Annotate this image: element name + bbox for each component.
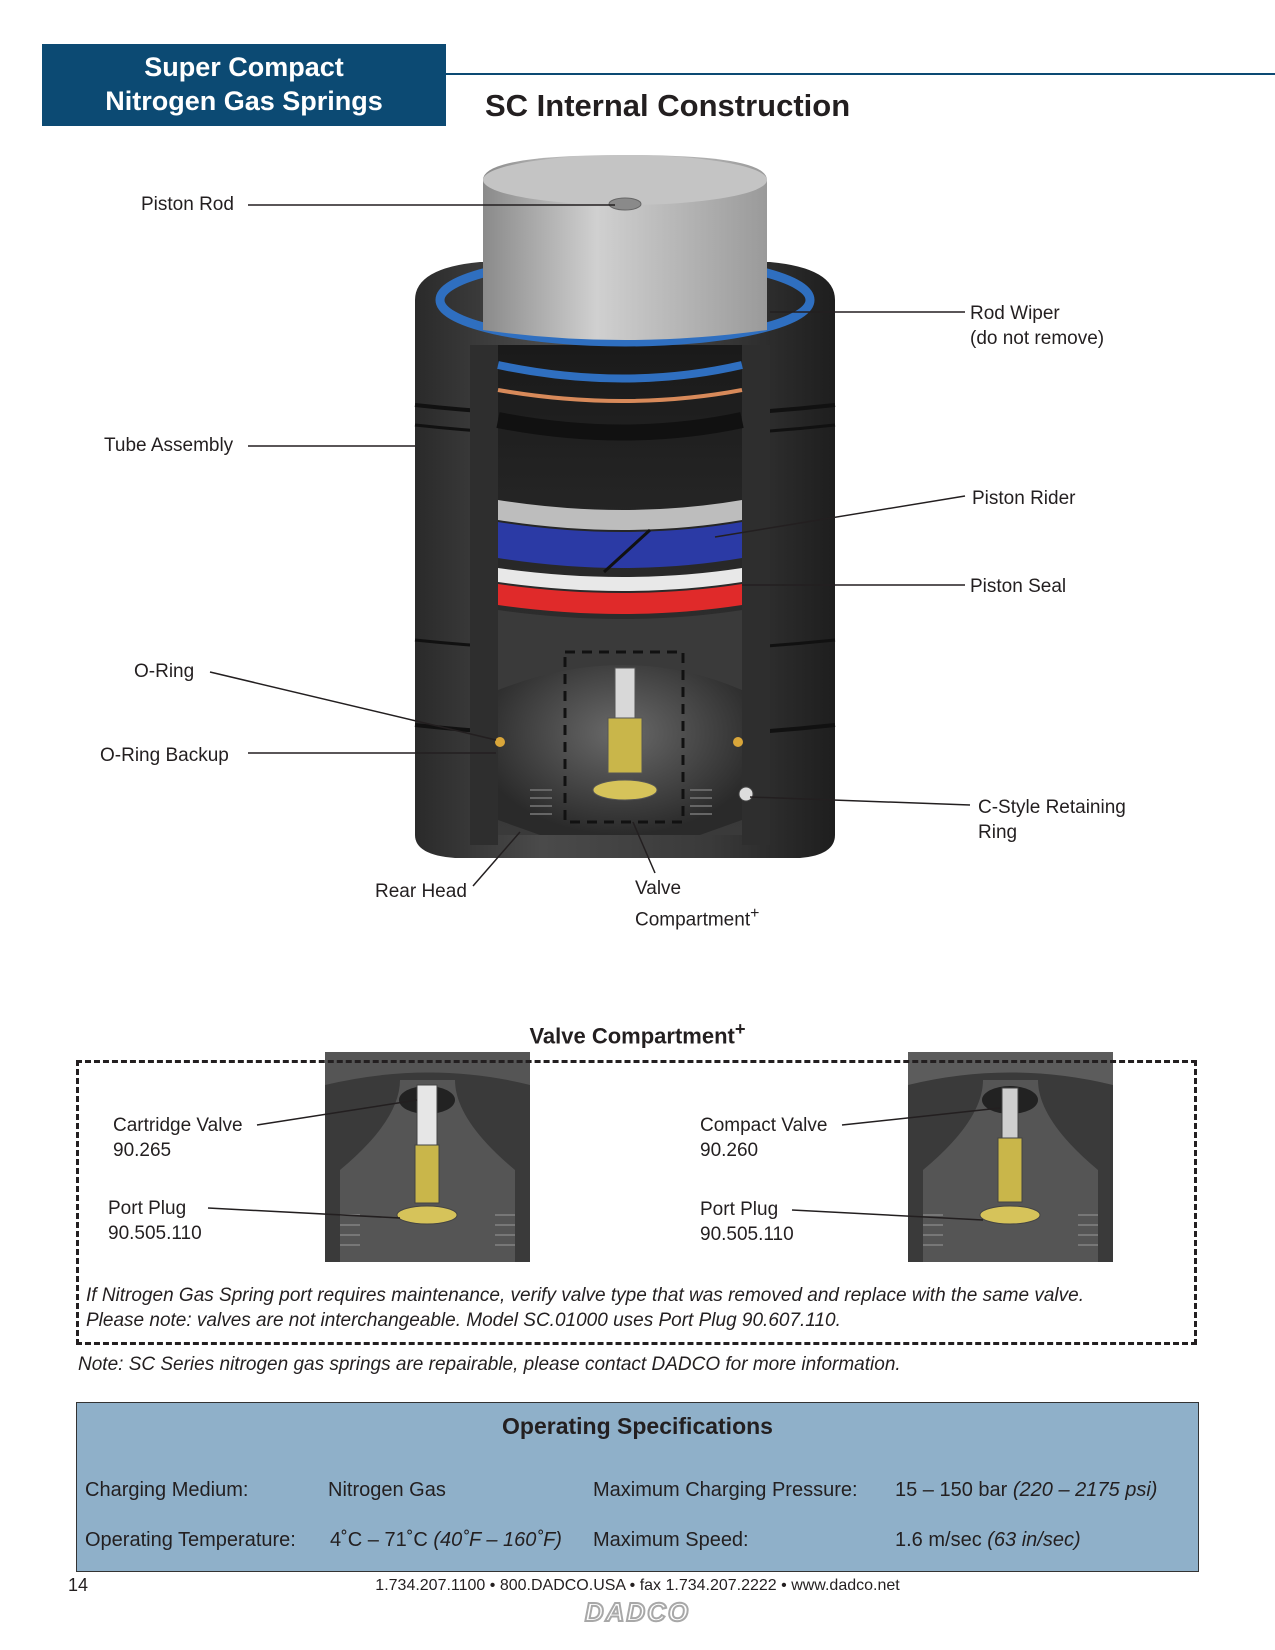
spec-op-temp-alt: (40˚F – 160˚F): [433, 1529, 562, 1551]
label-piston-seal: Piston Seal: [970, 576, 1067, 597]
label-valve-line1: Valve: [635, 878, 682, 899]
label-piston-rider: Piston Rider: [972, 488, 1076, 509]
page-number: 14: [68, 1575, 89, 1595]
label-port-plug-left-name: Port Plug: [108, 1198, 187, 1219]
header-rule: [446, 73, 1275, 75]
piston-seal-band: [498, 584, 742, 614]
label-o-ring-backup: O-Ring Backup: [100, 745, 229, 766]
header-badge-line1: Super Compact: [144, 52, 344, 82]
piston-rider-band: [498, 522, 742, 568]
label-port-plug-right-number: 90.505.110: [700, 1224, 794, 1245]
specs-title: Operating Specifications: [502, 1413, 773, 1439]
operating-specifications-panel: Operating Specifications Charging Medium…: [76, 1402, 1199, 1572]
spec-max-speed-alt: (63 in/sec): [987, 1529, 1081, 1551]
spec-charging-medium-value: Nitrogen Gas: [328, 1479, 446, 1501]
repair-note: Note: SC Series nitrogen gas springs are…: [78, 1354, 901, 1375]
valve-compartment-title: Valve Compartment+: [0, 1018, 1275, 1049]
spec-max-speed: 1.6 m/sec (63 in/sec): [895, 1529, 1081, 1552]
label-c-style-retaining-ring: C-Style Retaining Ring: [978, 795, 1126, 845]
valve-maintenance-note: If Nitrogen Gas Spring port requires mai…: [86, 1283, 1084, 1333]
valve-compartment-title-text: Valve Compartment: [529, 1023, 735, 1049]
valve-compartment-title-plus: +: [734, 1018, 746, 1039]
label-rod-wiper-line1: Rod Wiper: [970, 303, 1060, 324]
label-piston-rod: Piston Rod: [141, 194, 234, 215]
label-cartridge-valve-number: 90.265: [113, 1140, 172, 1161]
label-port-plug-left-number: 90.505.110: [108, 1223, 202, 1244]
spec-charging-medium-label: Charging Medium:: [85, 1479, 249, 1501]
label-rear-head: Rear Head: [375, 881, 467, 902]
label-c-style-line1: C-Style Retaining: [978, 797, 1126, 818]
spec-op-temp: 4˚C – 71˚C (40˚F – 160˚F): [330, 1529, 562, 1552]
label-compact-valve-number: 90.260: [700, 1140, 759, 1161]
spec-op-temp-label: Operating Temperature:: [85, 1529, 296, 1551]
label-valve-line2: Compartment: [635, 909, 751, 931]
header-badge-line2: Nitrogen Gas Springs: [105, 86, 383, 116]
valve-compartment-box: [76, 1060, 1197, 1345]
spec-max-pressure-value: 15 – 150 bar: [895, 1479, 1008, 1501]
label-valve-plus: +: [750, 905, 760, 922]
label-c-style-line2: Ring: [978, 822, 1018, 843]
dadco-logo: DADCO: [584, 1596, 691, 1628]
spec-op-temp-value: 4˚C – 71˚C: [330, 1529, 428, 1551]
spec-max-pressure: 15 – 150 bar (220 – 2175 psi): [895, 1479, 1157, 1502]
label-rod-wiper-line2: (do not remove): [970, 328, 1105, 349]
label-o-ring: O-Ring: [134, 661, 195, 682]
label-port-plug-right-name: Port Plug: [700, 1199, 779, 1220]
label-cartridge-valve-name: Cartridge Valve: [113, 1115, 243, 1136]
label-rod-wiper: Rod Wiper (do not remove): [970, 301, 1104, 351]
label-cartridge-valve: Cartridge Valve 90.265: [113, 1113, 243, 1163]
label-tube-assembly: Tube Assembly: [104, 435, 234, 456]
label-compact-valve-name: Compact Valve: [700, 1115, 828, 1136]
header-badge: Super Compact Nitrogen Gas Springs: [42, 44, 446, 126]
spec-max-pressure-label: Maximum Charging Pressure:: [593, 1479, 858, 1501]
valve-note-line1: If Nitrogen Gas Spring port requires mai…: [86, 1285, 1084, 1306]
spec-max-pressure-alt: (220 – 2175 psi): [1012, 1479, 1158, 1501]
footer-contact: 1.734.207.1100 • 800.DADCO.USA • fax 1.7…: [375, 1577, 900, 1594]
label-compact-valve: Compact Valve 90.260: [700, 1113, 827, 1163]
label-port-plug-left: Port Plug 90.505.110: [108, 1196, 202, 1246]
page-title: SC Internal Construction: [485, 88, 851, 123]
label-port-plug-right: Port Plug 90.505.110: [700, 1197, 794, 1247]
spec-max-speed-label: Maximum Speed:: [593, 1529, 749, 1551]
valve-note-line2: Please note: valves are not interchangea…: [86, 1310, 841, 1331]
spec-max-speed-value: 1.6 m/sec: [895, 1529, 982, 1551]
label-valve-compartment: Valve Compartment+: [635, 876, 759, 932]
